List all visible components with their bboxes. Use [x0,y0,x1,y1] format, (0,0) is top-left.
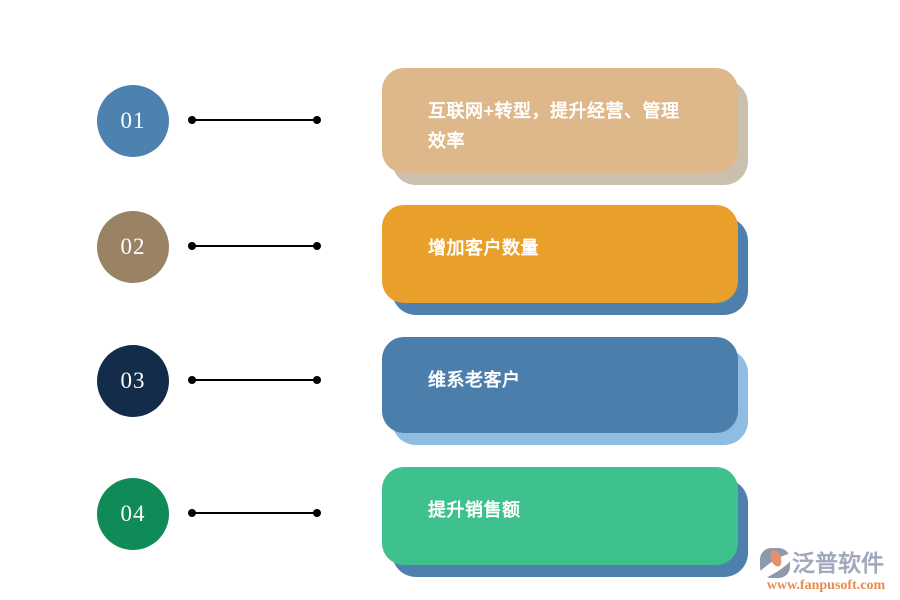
step-number-2: 02 [120,234,146,259]
card-label-2: 增加客户数量 [428,238,539,258]
step-number-1: 01 [120,108,146,133]
card-1: 互联网+转型，提升经营、管理效率 [382,68,738,173]
step-circle-4: 04 [97,478,169,550]
connector-line-2 [188,242,321,250]
card-label-3: 维系老客户 [428,370,521,390]
card-label-4: 提升销售额 [428,500,521,520]
step-number-4: 04 [120,501,146,526]
watermark: 泛普软件 www.fanpusoft.com [760,548,892,594]
connector-line-4 [188,509,321,517]
card-label-1: 互联网+转型，提升经营、管理效率 [428,101,680,151]
watermark-url-text: www.fanpusoft.com [766,578,886,593]
step-circle-1: 01 [97,85,169,157]
step-circle-2: 02 [97,211,169,283]
connector-line-1 [188,116,321,124]
card-3: 维系老客户 [382,337,738,433]
fanpu-logo-icon [760,548,790,578]
card-4: 提升销售额 [382,467,738,565]
step-number-3: 03 [120,368,146,393]
watermark-brand-text: 泛普软件 [792,550,884,576]
card-2: 增加客户数量 [382,205,738,303]
connector-line-3 [188,376,321,384]
step-circle-3: 03 [97,345,169,417]
